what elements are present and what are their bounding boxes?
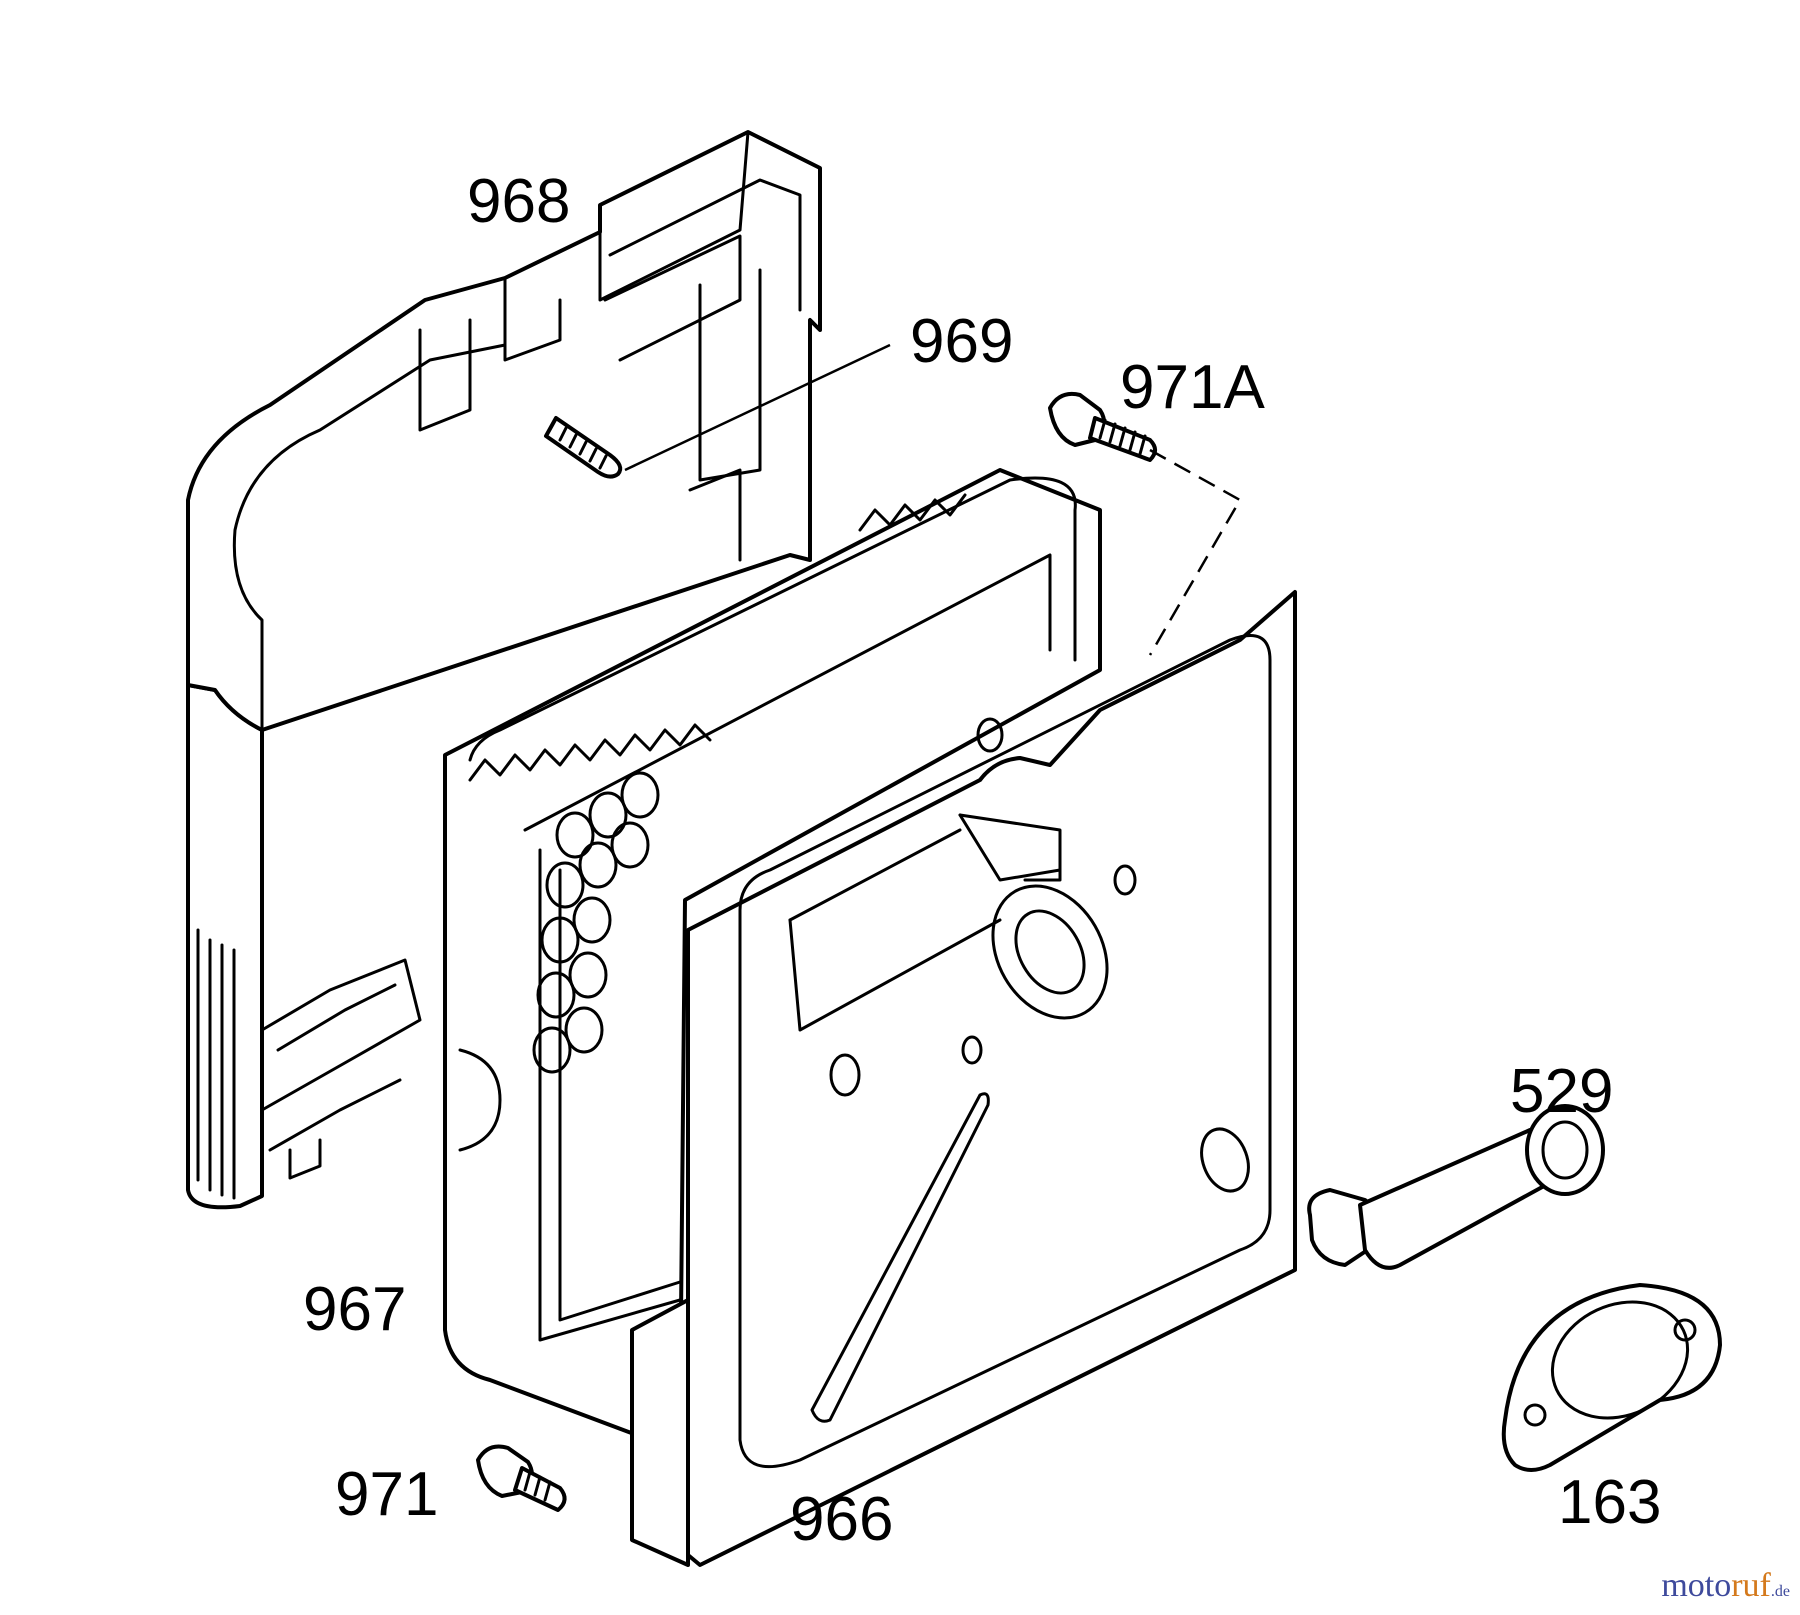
label-163: 163	[1558, 1468, 1661, 1537]
part-163-gasket	[1501, 1283, 1722, 1472]
part-966-cover	[630, 590, 1297, 1567]
label-971a: 971A	[1120, 353, 1265, 422]
part-969-stud	[544, 416, 623, 479]
label-969: 969	[910, 307, 1013, 376]
watermark-part-3: .de	[1770, 1583, 1790, 1600]
part-529-tube	[1307, 1104, 1605, 1270]
label-529: 529	[1510, 1057, 1613, 1126]
leader-969	[624, 343, 891, 472]
watermark-part-1: moto	[1661, 1567, 1732, 1604]
part-971-screw	[476, 1444, 567, 1512]
label-971: 971	[335, 1460, 438, 1529]
watermark-part-2: ruf	[1731, 1567, 1771, 1604]
leader-971a-dashed	[1148, 448, 1242, 656]
part-967-filter	[443, 468, 1102, 1442]
watermark-logo: motoruf.de	[1661, 1567, 1790, 1605]
label-968: 968	[467, 167, 570, 236]
label-966: 966	[790, 1485, 893, 1554]
part-971a-screw	[1048, 391, 1157, 462]
part-968-base	[186, 130, 822, 1210]
label-967: 967	[303, 1275, 406, 1344]
